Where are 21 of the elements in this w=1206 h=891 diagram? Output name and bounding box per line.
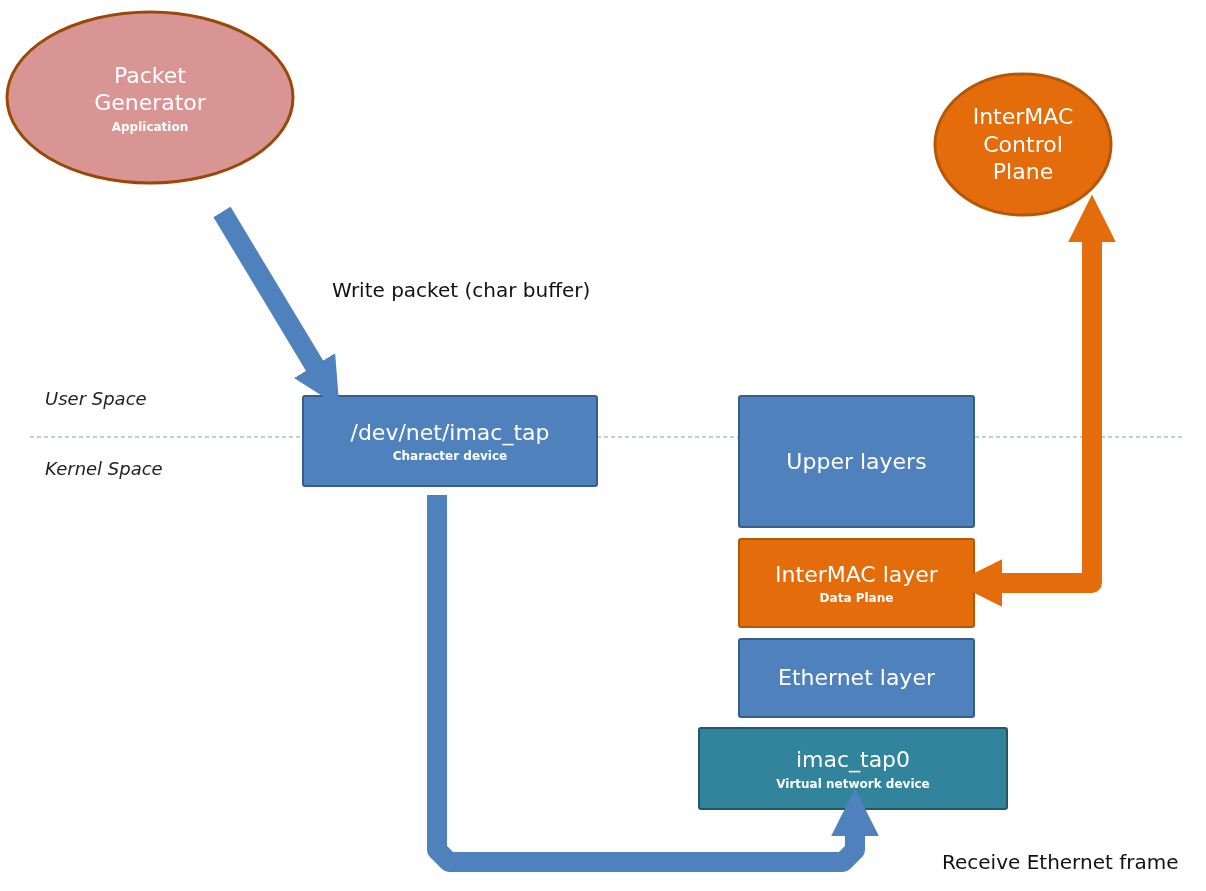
layer-box: [738, 395, 975, 528]
node-subtitle: Virtual network device: [776, 776, 930, 791]
node-title: InterMAC layer: [775, 560, 938, 589]
region-label: User Space: [45, 388, 147, 409]
node-title: imac_tap0: [795, 746, 911, 774]
node-title: InterMAC Control Plane: [971, 103, 1075, 186]
layer-box: [738, 538, 975, 628]
node-title: Packet Generator: [93, 61, 207, 117]
node-title: Upper layers: [786, 447, 927, 476]
device-box: [302, 395, 598, 487]
control-plane-ellipse: [933, 72, 1113, 217]
device-box: [698, 727, 1008, 810]
region-label: Kernel Space: [45, 458, 163, 479]
node-subtitle: Character device: [392, 449, 508, 464]
node-subtitle: Application: [111, 119, 189, 134]
node-title: Ethernet layer: [778, 664, 935, 692]
block-arrow: [427, 495, 879, 872]
node-title: /dev/net/imac_tap: [350, 418, 550, 447]
layer-box: [738, 638, 975, 718]
node-subtitle: Data Plane: [819, 591, 894, 606]
application-ellipse: [5, 10, 295, 185]
